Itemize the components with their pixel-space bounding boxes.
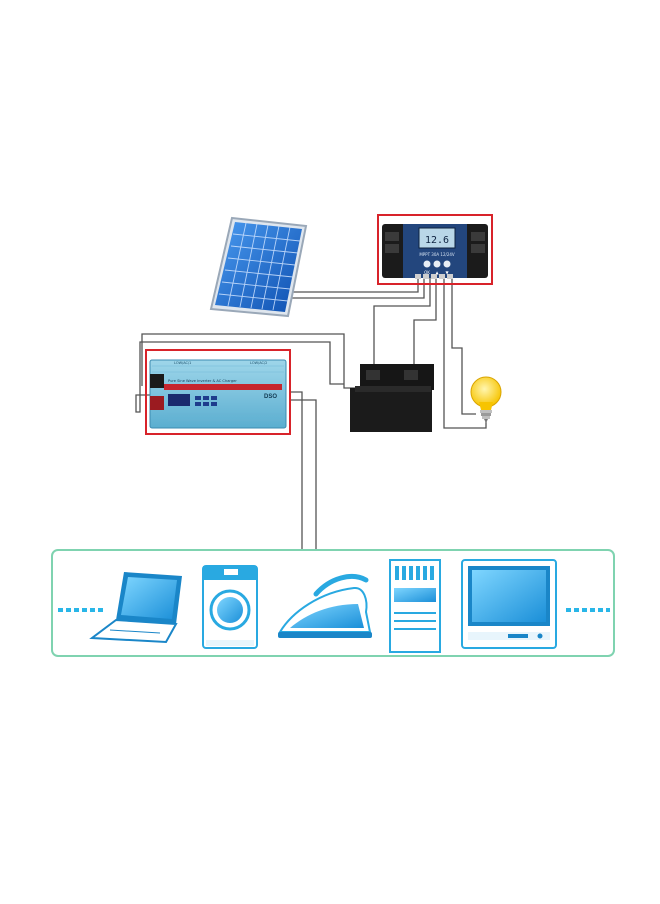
air-conditioner-icon: [389, 559, 441, 653]
inverter-brand: DSO: [264, 394, 277, 400]
controller-highlight-frame: [377, 214, 493, 285]
inverter-right-label: LOW/AC/2: [250, 361, 267, 365]
controller-button-3-label: ▼: [445, 270, 449, 275]
loads-panel: [51, 549, 615, 657]
laptop-icon: [89, 572, 182, 644]
inverter-left-label: LOW/AC/1: [174, 361, 191, 365]
inverter-highlight-frame: [145, 349, 291, 435]
controller-model-text: MPPT 30A 12/24V: [419, 252, 455, 257]
inverter-subtitle: Pure Sine Wave Inverter & AC Charger: [168, 379, 237, 383]
washing-machine-icon: [202, 565, 258, 649]
iron-icon: [278, 574, 372, 638]
controller-button-2-label: ▲: [435, 270, 439, 275]
wire-inverter-to-battery-1: [141, 333, 360, 389]
battery-icon: [350, 364, 434, 432]
wire-controller-to-battery-2: [413, 278, 437, 378]
inverter-icon: LOW/AC/1 LOW/AC/2 Pure Sine Wave Inverte…: [145, 349, 291, 435]
charge-controller-icon: 12.6 MPPT 30A 12/24V OK ▲ ▼: [377, 214, 493, 285]
controller-button-up: [433, 260, 441, 268]
wire-controller-to-battery-1: [373, 278, 431, 378]
wiring: [135, 278, 487, 552]
wire-controller-to-bulb-2: [451, 278, 476, 415]
inverter-display: [168, 394, 190, 406]
controller-button-down: [443, 260, 451, 268]
left-dots: [58, 608, 103, 612]
controller-lcd-value: 12.6: [425, 235, 449, 246]
light-bulb-icon: [470, 376, 502, 423]
wire-inverter-to-battery-2: [135, 341, 344, 413]
tv-icon: [461, 559, 557, 649]
wire-panel-to-controller-1: [288, 278, 419, 293]
controller-button-1-label: OK: [424, 270, 430, 275]
solar-panel-icon: [209, 216, 308, 318]
controller-button-ok: [423, 260, 431, 268]
wire-inverter-to-loads-2: [290, 399, 317, 552]
right-dots: [566, 608, 610, 612]
controller-lcd: [418, 227, 456, 249]
wire-panel-to-controller-2: [288, 278, 425, 299]
wire-inverter-to-loads-1: [290, 391, 303, 552]
